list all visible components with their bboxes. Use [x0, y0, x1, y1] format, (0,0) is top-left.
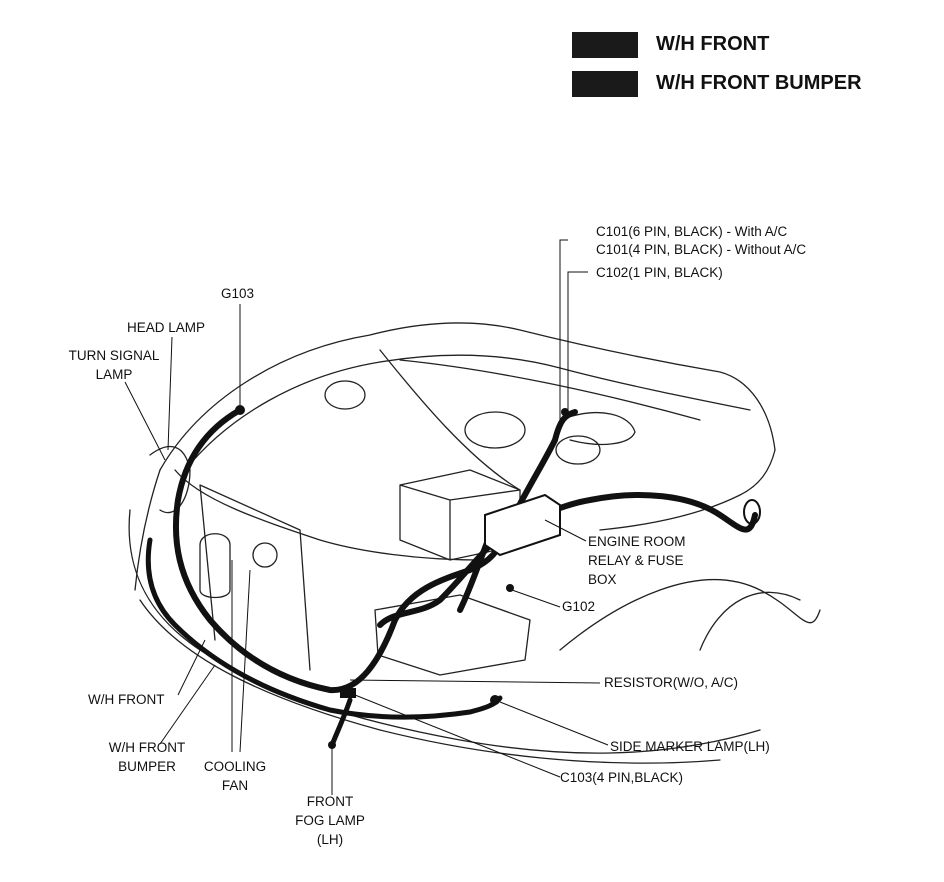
cowl-panel — [379, 349, 701, 491]
side-marker-connector — [490, 695, 500, 705]
label-cooling-line1: COOLING — [203, 759, 267, 774]
side-connector-right — [743, 499, 761, 525]
label-wh-front: W/H FRONT — [88, 692, 165, 707]
wheel-arch — [699, 591, 801, 651]
label-fog-line2: FOG LAMP — [295, 813, 365, 828]
radiator-support — [199, 484, 311, 671]
legend-label-wh-front-bumper: W/H FRONT BUMPER — [656, 72, 862, 94]
c103-connector — [340, 688, 356, 698]
bumper-lower — [139, 599, 721, 764]
label-c101-4pin: C101(4 PIN, BLACK) - Without A/C — [596, 242, 807, 257]
label-side-marker: SIDE MARKER LAMP(LH) — [610, 739, 770, 754]
fender-right — [599, 449, 776, 531]
label-resistor: RESISTOR(W/O, A/C) — [604, 675, 739, 690]
leader-wh-bumper — [159, 664, 216, 745]
bumper-right-sweep — [559, 579, 821, 651]
label-engine-box-line1: ENGINE ROOM — [588, 534, 686, 549]
label-cooling-fan: COOLING FAN — [190, 757, 280, 795]
cooling-fan-motor — [199, 533, 231, 599]
label-cooling-line2: FAN — [221, 778, 249, 793]
front-panel — [174, 469, 481, 561]
label-head-lamp: HEAD LAMP — [127, 320, 206, 335]
label-turn-signal-lamp: TURN SIGNAL LAMP — [56, 346, 172, 384]
engine-room-relay-fuse-box — [484, 493, 561, 557]
g103-terminal — [235, 405, 245, 415]
label-g102: G102 — [562, 599, 596, 614]
label-turn-signal-line1: TURN SIGNAL — [68, 348, 160, 363]
headlamp-housing — [149, 446, 191, 514]
label-c101-6pin: C101(6 PIN, BLACK) - With A/C — [596, 224, 788, 239]
label-engine-box-line2: RELAY & FUSE — [588, 553, 684, 568]
label-engine-box-line3: BOX — [588, 572, 617, 587]
legend-label-wh-front: W/H FRONT — [656, 33, 770, 55]
coolant-reservoir — [324, 380, 366, 410]
harness-bumper-fog-drop — [329, 697, 353, 748]
fan-hub — [252, 542, 278, 568]
legend-swatch-wh-front — [572, 32, 638, 58]
label-c102: C102(1 PIN, BLACK) — [596, 265, 723, 280]
wiper-motor — [559, 412, 636, 446]
label-wh-bumper-line2: BUMPER — [118, 759, 176, 774]
washer-tank — [374, 594, 531, 676]
label-engine-room-box: ENGINE ROOM RELAY & FUSE BOX — [588, 532, 686, 589]
label-front-fog-lamp: FRONT FOG LAMP (LH) — [280, 792, 380, 849]
label-fog-line1: FRONT — [306, 794, 354, 809]
leader-cooling-fan-2 — [239, 569, 251, 753]
leader-c102 — [567, 271, 588, 410]
leader-wh-front — [177, 639, 206, 696]
leader-turn-signal — [124, 381, 166, 461]
brake-reservoir — [464, 411, 526, 449]
hood-outline — [159, 322, 776, 471]
harness-wh-front-bumper — [145, 537, 503, 720]
leader-engine-box — [544, 519, 587, 542]
label-wh-front-bumper: W/H FRONT BUMPER — [92, 738, 202, 776]
leader-resistor — [349, 679, 601, 684]
leader-g102 — [511, 589, 561, 608]
label-turn-signal-line2: LAMP — [95, 367, 133, 382]
leader-c101 — [559, 239, 568, 420]
label-g103: G103 — [221, 286, 255, 301]
leader-c103 — [354, 694, 561, 778]
hood-inner-edge — [184, 354, 751, 471]
label-fog-line3: (LH) — [316, 832, 344, 847]
fog-lamp-connector — [328, 741, 336, 749]
power-steering-reservoir — [555, 435, 601, 465]
label-c103: C103(4 PIN,BLACK) — [560, 770, 684, 785]
legend-swatch-wh-front-bumper — [572, 71, 638, 97]
label-wh-bumper-line1: W/H FRONT — [108, 740, 186, 755]
leader-head-lamp — [167, 336, 173, 451]
leader-side-marker — [499, 701, 609, 746]
c102-terminal — [561, 408, 569, 416]
